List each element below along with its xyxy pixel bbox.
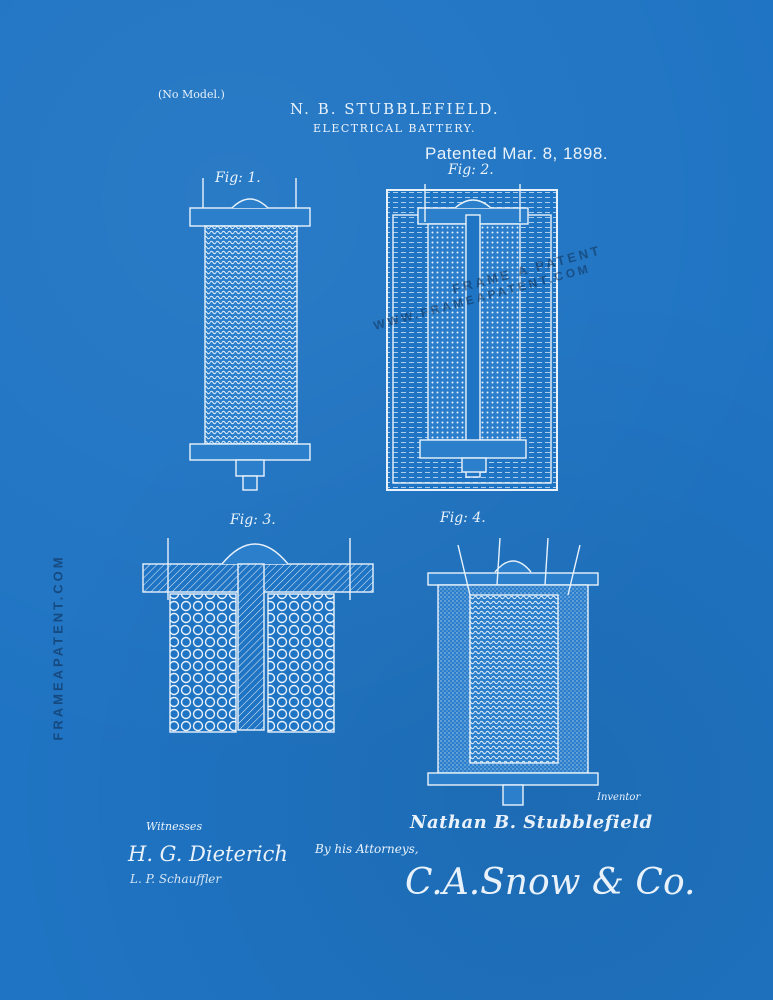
watermark-side: FRAMEAPATENT.COM bbox=[50, 554, 66, 741]
attorney-signature: C.A.Snow & Co. bbox=[405, 862, 696, 903]
figure-4-drawing bbox=[427, 537, 599, 806]
figure-2-label: Fig: 2. bbox=[448, 162, 494, 178]
figure-3-label: Fig: 3. bbox=[230, 512, 276, 528]
figure-3-drawing bbox=[142, 538, 374, 733]
patent-date: Patented Mar. 8, 1898. bbox=[425, 144, 609, 163]
figure-1-drawing bbox=[189, 178, 311, 491]
witness-signature-2: L. P. Schauffler bbox=[130, 872, 222, 886]
patent-title: ELECTRICAL BATTERY. bbox=[313, 122, 477, 135]
inventor-label: Inventor bbox=[597, 792, 641, 803]
inventor-name: N. B. STUBBLEFIELD. bbox=[290, 100, 500, 118]
figure-4-label: Fig: 4. bbox=[440, 510, 486, 526]
figure-1-label: Fig: 1. bbox=[215, 170, 261, 186]
inventor-signature: Nathan B. Stubblefield bbox=[410, 812, 653, 833]
figure-2-drawing bbox=[386, 184, 558, 491]
witnesses-label: Witnesses bbox=[146, 820, 203, 833]
by-attorneys-label: By his Attorneys, bbox=[315, 842, 419, 856]
no-model-label: (No Model.) bbox=[158, 88, 225, 101]
witness-signature-1: H. G. Dieterich bbox=[128, 842, 288, 866]
